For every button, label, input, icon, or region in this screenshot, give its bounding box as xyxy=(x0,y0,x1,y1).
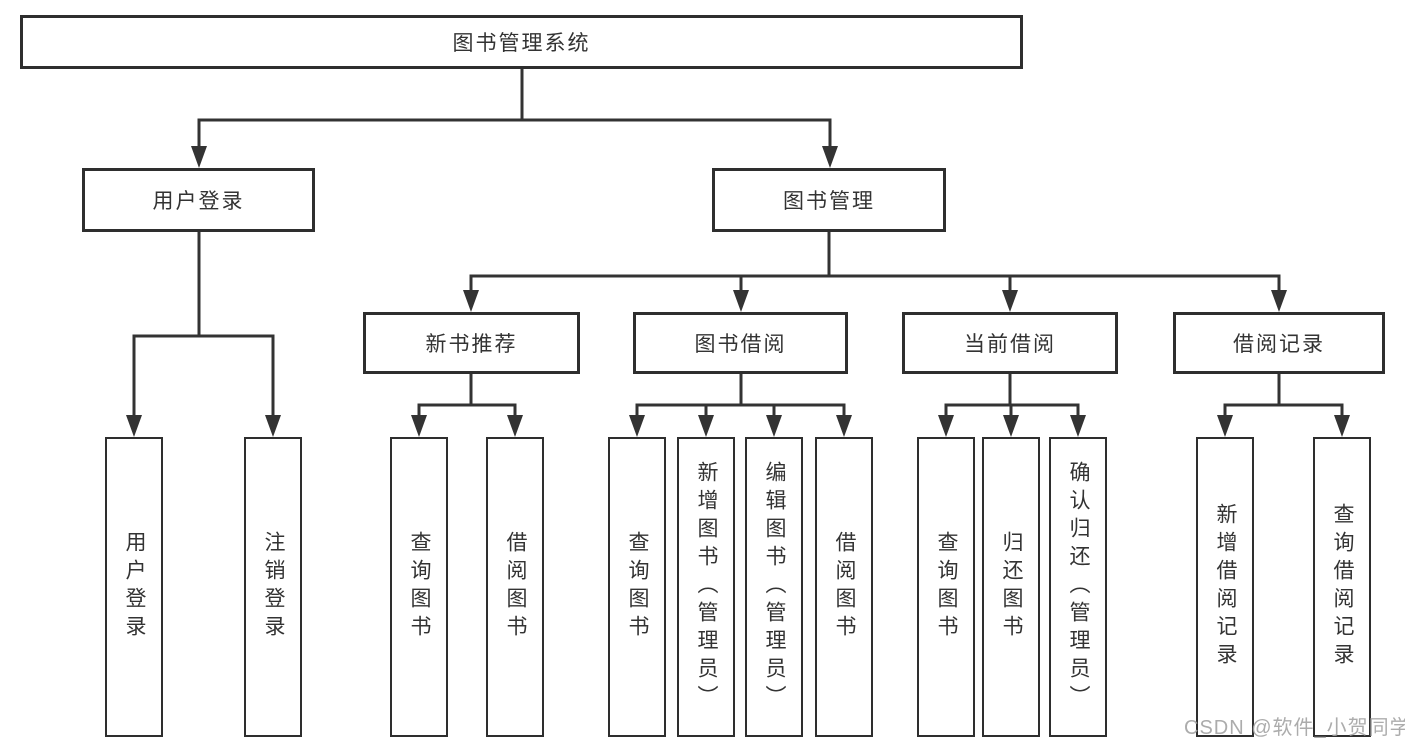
node-book-borrowing: 图书借阅 xyxy=(633,312,848,374)
arrowheads xyxy=(126,146,1350,437)
node-current-borrowing: 当前借阅 xyxy=(902,312,1118,374)
node-user-login: 用户登录 xyxy=(82,168,315,232)
leaf-query-borrow-record: 查询借阅记录 xyxy=(1313,437,1371,737)
leaf-current-confirm-return-admin: 确认归还（管理员） xyxy=(1049,437,1107,737)
leaf-borrow-edit-books-admin: 编辑图书（管理员） xyxy=(745,437,803,737)
leaf-borrow-query-books: 查询图书 xyxy=(608,437,666,737)
csdn-watermark: CSDN @软件_小贺同学 xyxy=(1184,717,1405,739)
leaf-current-return-books: 归还图书 xyxy=(982,437,1040,737)
leaf-user-login: 用户登录 xyxy=(105,437,163,737)
node-root-library-system: 图书管理系统 xyxy=(20,15,1023,69)
leaf-add-borrow-record: 新增借阅记录 xyxy=(1196,437,1254,737)
leaf-logout: 注销登录 xyxy=(244,437,302,737)
leaf-rec-query-books: 查询图书 xyxy=(390,437,448,737)
leaf-rec-borrow-books: 借阅图书 xyxy=(486,437,544,737)
leaf-current-query-books: 查询图书 xyxy=(917,437,975,737)
node-book-management: 图书管理 xyxy=(712,168,946,232)
node-new-book-recommendation: 新书推荐 xyxy=(363,312,580,374)
leaf-borrow-borrow-books: 借阅图书 xyxy=(815,437,873,737)
node-borrowing-records: 借阅记录 xyxy=(1173,312,1385,374)
leaf-borrow-add-books-admin: 新增图书（管理员） xyxy=(677,437,735,737)
